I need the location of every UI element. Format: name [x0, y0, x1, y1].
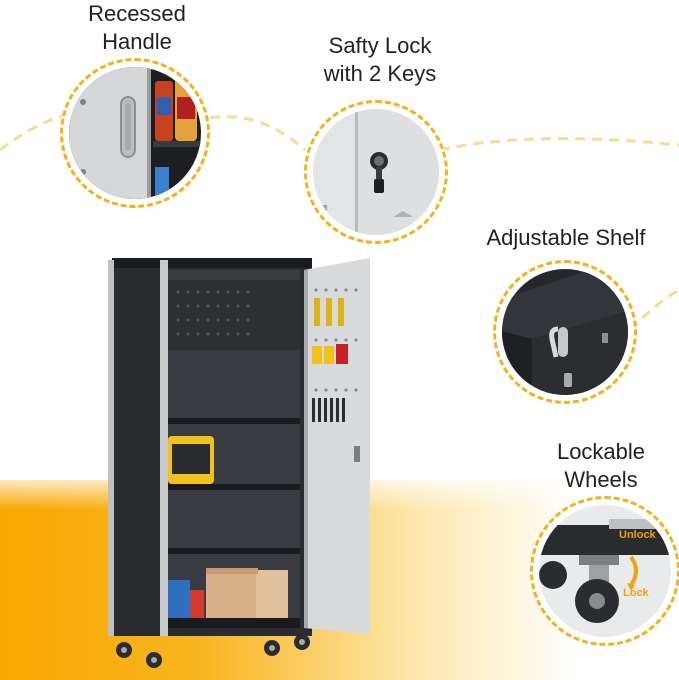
- recessed-handle-icon: [69, 67, 201, 199]
- recessed-handle-label: Recessed Handle: [62, 0, 212, 56]
- safety-lock-label: Safty Lock with 2 Keys: [300, 32, 460, 88]
- safety-lock-label-line2: with 2 Keys: [323, 61, 437, 86]
- adjustable-shelf-label-line1: Adjustable Shelf: [486, 225, 646, 250]
- recessed-handle-label-line1: Recessed: [88, 1, 186, 26]
- safety-lock-circle: [304, 100, 448, 244]
- lockable-wheels-label-line2: Wheels: [564, 467, 638, 492]
- shelf-bracket-icon: [502, 269, 628, 395]
- recessed-handle-circle: [60, 58, 210, 208]
- lockable-wheels-circle: Unlock Lock: [530, 496, 679, 646]
- storage-cabinet-illustration: [108, 258, 370, 668]
- key-lock-icon: [313, 109, 439, 235]
- unlock-text: Unlock: [619, 529, 656, 541]
- lockable-wheels-label: Lockable Wheels: [536, 438, 666, 494]
- recessed-handle-label-line2: Handle: [102, 29, 172, 54]
- adjustable-shelf-circle: [493, 260, 637, 404]
- lockable-wheels-label-line1: Lockable: [556, 439, 646, 464]
- safety-lock-label-line1: Safty Lock: [328, 33, 432, 58]
- caster-wheel-icon: [539, 505, 671, 637]
- adjustable-shelf-label: Adjustable Shelf: [466, 224, 666, 252]
- lock-text: Lock: [623, 587, 649, 599]
